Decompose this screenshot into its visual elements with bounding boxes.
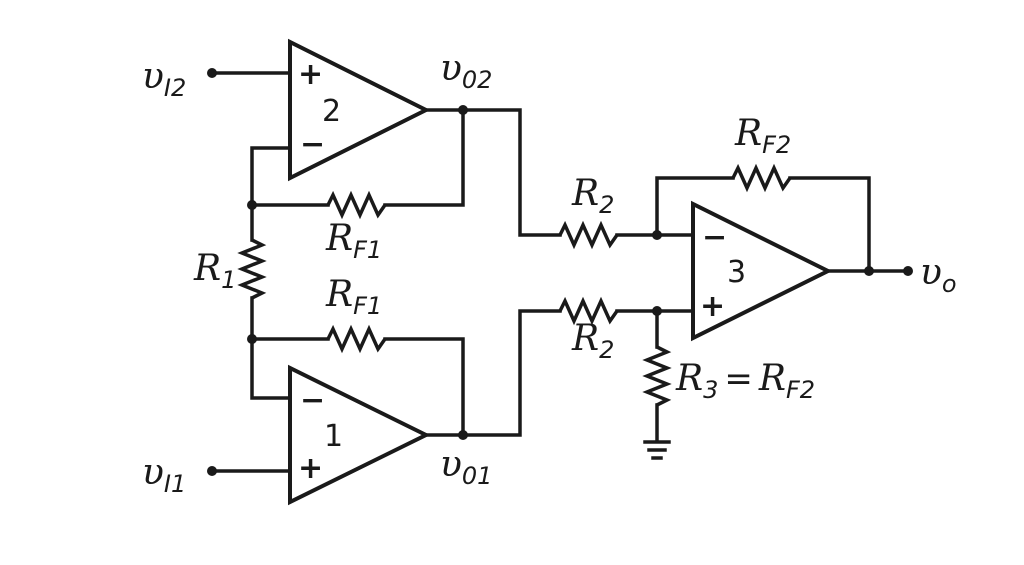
label-v01: υ01 bbox=[440, 444, 492, 490]
label-vI1: υI1 bbox=[142, 452, 186, 498]
label-v02: υ02 bbox=[440, 48, 492, 94]
input-vI2: υI2 bbox=[142, 56, 292, 102]
feedback-network: R1 RF1 RF1 bbox=[193, 108, 465, 437]
wire bbox=[424, 309, 562, 437]
resistor-R2-top bbox=[558, 220, 619, 250]
node-v01 bbox=[458, 430, 468, 440]
label-RF1-bottom: RF1 bbox=[325, 274, 382, 320]
output-v01-path: υ01 R2 bbox=[424, 296, 695, 490]
rf2-feedback: RF2 bbox=[652, 113, 871, 273]
opamp-2: + − 2 bbox=[288, 38, 431, 182]
opamp-3-number: 3 bbox=[727, 255, 746, 290]
node-v02 bbox=[458, 105, 468, 115]
opamp-1-minus-sign: − bbox=[300, 383, 325, 418]
opamp-2-minus-sign: − bbox=[300, 127, 325, 162]
resistor-R3 bbox=[642, 345, 672, 407]
opamp-1: − + 1 bbox=[288, 364, 431, 506]
resistor-RF1-top bbox=[326, 190, 387, 220]
opamp-1-triangle bbox=[288, 364, 431, 506]
label-R3: R3=RF2 bbox=[675, 358, 815, 404]
wire bbox=[250, 337, 292, 400]
label-RF2: RF2 bbox=[734, 113, 791, 159]
r3-ground: R3=RF2 bbox=[642, 306, 815, 460]
output-v02-path: υ02 R2 bbox=[424, 48, 695, 250]
resistor-R2-bottom bbox=[558, 296, 619, 326]
opamp-2-plus-sign: + bbox=[298, 57, 323, 92]
ground-icon bbox=[643, 440, 671, 460]
resistor-R1 bbox=[237, 238, 267, 300]
resistor-RF1-bottom bbox=[326, 324, 387, 354]
wire bbox=[788, 176, 871, 273]
opamp-3-triangle bbox=[691, 200, 833, 342]
label-vI2: υI2 bbox=[142, 56, 186, 102]
wire bbox=[383, 108, 465, 207]
resistor-RF2 bbox=[731, 163, 792, 193]
opamp-1-plus-sign: + bbox=[298, 451, 323, 486]
label-R2-bottom: R2 bbox=[571, 318, 614, 364]
input-vI1: υI1 bbox=[142, 452, 292, 498]
opamp-2-number: 2 bbox=[322, 94, 341, 129]
opamp-2-triangle bbox=[288, 38, 431, 182]
label-R2-top: R2 bbox=[571, 173, 614, 219]
wire bbox=[250, 146, 292, 207]
node bbox=[864, 266, 874, 276]
label-R1: R1 bbox=[193, 248, 236, 294]
terminal-vo bbox=[903, 266, 913, 276]
wire bbox=[655, 176, 735, 237]
wire bbox=[383, 337, 465, 437]
label-vo: υo bbox=[920, 252, 957, 298]
opamp-3-minus-sign: − bbox=[702, 220, 727, 255]
output-vo: υo bbox=[826, 252, 957, 298]
wire bbox=[424, 108, 562, 237]
label-RF1-top: RF1 bbox=[325, 218, 382, 264]
opamp-1-number: 1 bbox=[324, 419, 343, 454]
opamp-3: − + 3 bbox=[691, 200, 833, 342]
opamp-3-plus-sign: + bbox=[700, 289, 725, 324]
